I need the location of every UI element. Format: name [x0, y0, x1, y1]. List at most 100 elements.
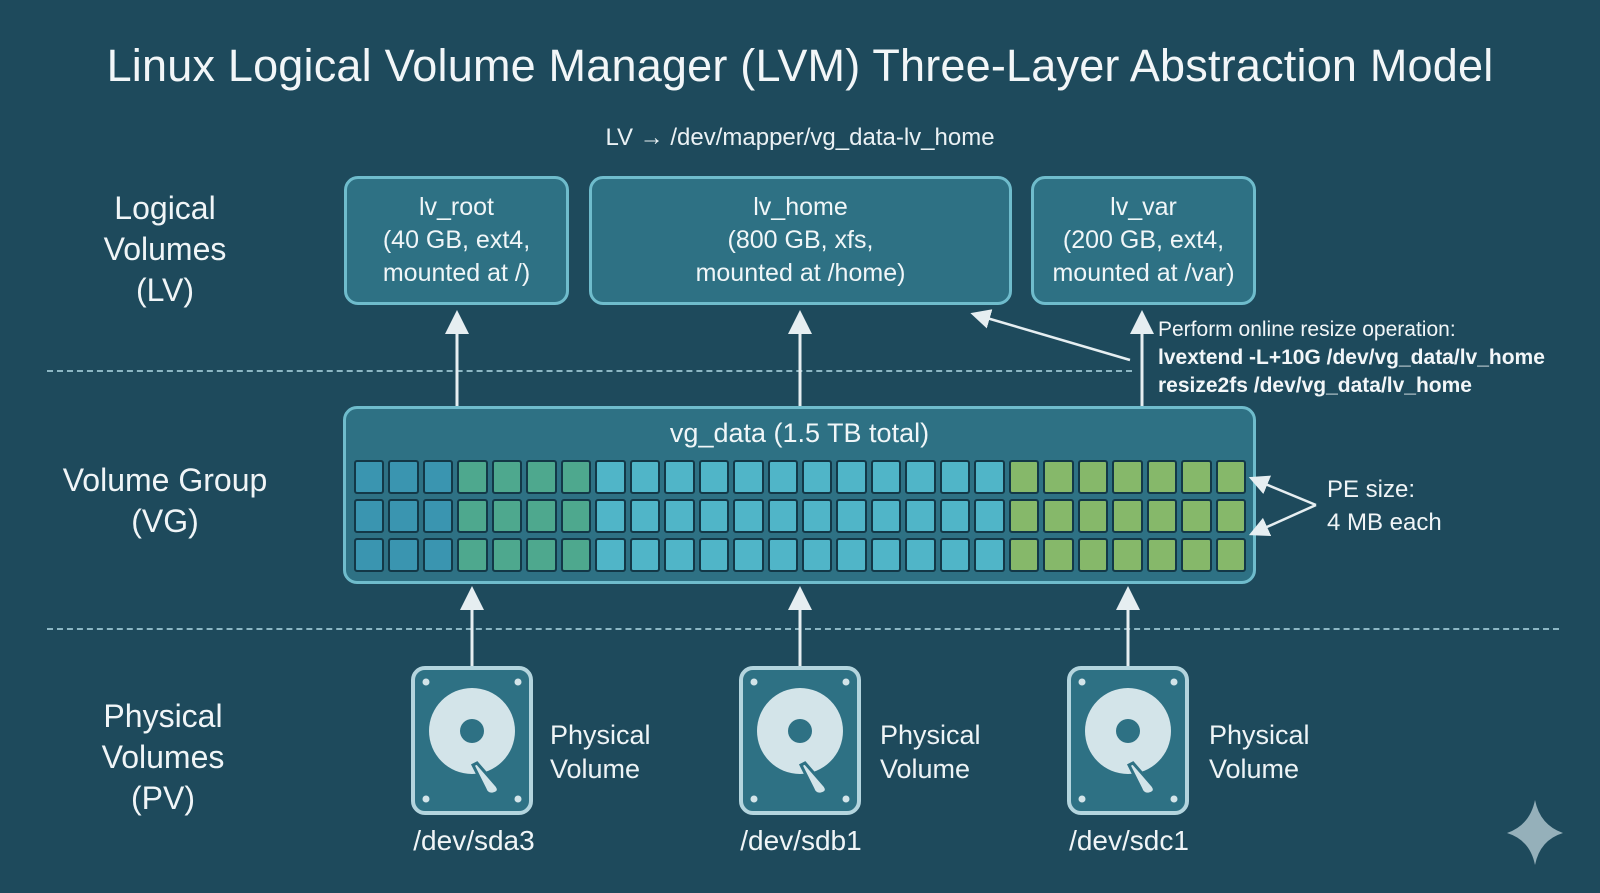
- layer-label-line: Volume Group: [62, 462, 268, 498]
- sparkle-icon: [1507, 800, 1563, 865]
- physical-extent: [836, 460, 867, 494]
- physical-extent: [595, 538, 626, 572]
- layer-label-line: Physical: [103, 698, 223, 734]
- resize-annotation: Perform online resize operation: lvexten…: [1158, 316, 1545, 400]
- physical-extent: [457, 499, 488, 533]
- lv-name: lv_root: [418, 193, 495, 221]
- physical-extent: [870, 460, 902, 494]
- arrow-pe-note-bottom: [1248, 503, 1317, 537]
- lv-name: lv_home: [753, 193, 848, 221]
- physical-extent: [698, 499, 730, 533]
- physical-extent: [664, 538, 695, 572]
- physical-extent: [491, 499, 523, 533]
- physical-extent: [388, 499, 419, 533]
- physical-extent: [422, 499, 454, 533]
- physical-extent: [354, 538, 385, 572]
- physical-extent: [1008, 499, 1040, 533]
- physical-extent: [733, 499, 764, 533]
- pv-label-line: Volume: [550, 754, 641, 784]
- physical-extent: [1181, 538, 1212, 572]
- physical-extent: [664, 499, 695, 533]
- pv-label-line: Physical: [1209, 720, 1310, 750]
- physical-extent: [905, 538, 936, 572]
- physical-extent: [560, 538, 592, 572]
- resize2fs-command: resize2fs /dev/vg_data/lv_home: [1158, 374, 1472, 397]
- physical-extent: [595, 499, 626, 533]
- lv-details: (200 GB, ext4,: [1062, 226, 1225, 254]
- volume-group-title: vg_data (1.5 TB total): [669, 418, 930, 448]
- physical-extent: [1043, 499, 1074, 533]
- physical-extent: [1215, 499, 1246, 533]
- physical-extent: [1077, 460, 1109, 494]
- physical-extent: [1043, 460, 1074, 494]
- physical-extent: [560, 499, 592, 533]
- lv-details: (40 GB, ext4,: [382, 226, 531, 254]
- physical-extent: [974, 460, 1005, 494]
- physical-extent: [422, 460, 454, 494]
- physical-extent: [801, 538, 833, 572]
- diagram-title: Linux Logical Volume Manager (LVM) Three…: [106, 40, 1494, 91]
- physical-extent: [974, 499, 1005, 533]
- physical-extent: [1146, 538, 1178, 572]
- physical-extent: [526, 538, 557, 572]
- device-label-sda3: /dev/sda3: [413, 825, 535, 856]
- physical-extent: [1215, 460, 1246, 494]
- pv-label-line: Volume: [880, 754, 971, 784]
- lvextend-command: lvextend -L+10G /dev/vg_data/lv_home: [1158, 346, 1545, 369]
- arrow-pe-note-top: [1248, 475, 1317, 507]
- lv-mount: mounted at /home): [695, 259, 906, 287]
- physical-extent: [422, 538, 454, 572]
- physical-extent: [870, 538, 902, 572]
- physical-extent: [1181, 460, 1212, 494]
- lv-mount: mounted at /var): [1052, 259, 1235, 287]
- resize-heading: Perform online resize operation:: [1158, 318, 1456, 341]
- pe-size-note: PE size: 4 MB each: [1327, 473, 1442, 539]
- physical-extent: [664, 460, 695, 494]
- hard-disk-icon: [1067, 666, 1189, 815]
- physical-extent: [1146, 460, 1178, 494]
- physical-extent: [905, 499, 936, 533]
- physical-extent: [767, 538, 798, 572]
- pv-label-line: Volume: [1209, 754, 1300, 784]
- lv-box-home[interactable]: lv_home (800 GB, xfs, mounted at /home): [589, 176, 1012, 305]
- physical-extent: [491, 460, 523, 494]
- physical-extent: [733, 460, 764, 494]
- physical-extent: [629, 538, 661, 572]
- physical-extent: [526, 499, 557, 533]
- physical-extent: [1181, 499, 1212, 533]
- layer-label-line: Logical: [114, 190, 216, 226]
- physical-extent: [974, 538, 1005, 572]
- physical-extent: [560, 460, 592, 494]
- layer-label-line: Volumes: [101, 739, 225, 775]
- physical-extent: [870, 499, 902, 533]
- physical-extent: [698, 538, 730, 572]
- lv-mount: mounted at /): [382, 259, 531, 287]
- pv-label-sdb1: Physical Volume: [880, 718, 981, 786]
- layer-label-lv: Logical Volumes (LV): [35, 188, 295, 311]
- lv-box-var[interactable]: lv_var (200 GB, ext4, mounted at /var): [1031, 176, 1256, 305]
- physical-extent: [457, 538, 488, 572]
- physical-extent: [939, 499, 971, 533]
- mapper-path-label: LV → /dev/mapper/vg_data-lv_home: [605, 124, 995, 151]
- physical-extent: [1112, 460, 1143, 494]
- arrow-resize-to-lv-home: [970, 309, 1131, 362]
- pv-label-sdc1: Physical Volume: [1209, 718, 1310, 786]
- physical-extent: [629, 460, 661, 494]
- pv-label-line: Physical: [880, 720, 981, 750]
- physical-extent: [629, 499, 661, 533]
- physical-extent: [939, 538, 971, 572]
- physical-extent: [801, 460, 833, 494]
- pe-size-value: 4 MB each: [1327, 509, 1442, 536]
- lv-box-root[interactable]: lv_root (40 GB, ext4, mounted at /): [344, 176, 569, 305]
- physical-extent: [698, 460, 730, 494]
- layer-divider-bottom: [47, 628, 1559, 630]
- physical-extent: [1008, 538, 1040, 572]
- physical-extent: [767, 460, 798, 494]
- physical-extent: [1112, 538, 1143, 572]
- lv-name: lv_var: [1110, 193, 1177, 221]
- physical-extent: [595, 460, 626, 494]
- physical-extent: [354, 499, 385, 533]
- layer-label-line: (VG): [131, 503, 199, 539]
- physical-extent: [905, 460, 936, 494]
